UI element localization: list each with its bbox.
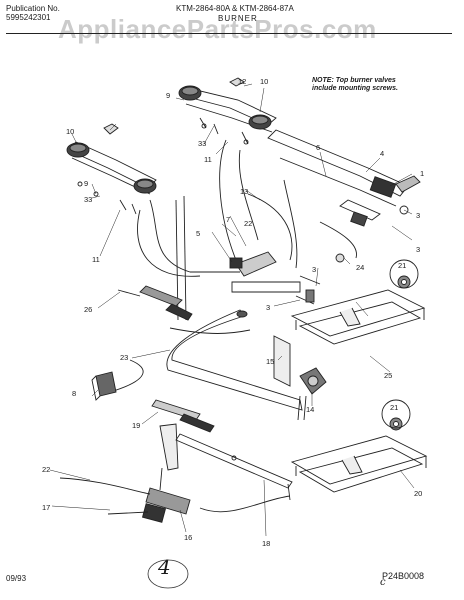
callout-labels: 1 3 3 3 3 4 5 6 7 8 9 9 10 10 11 11 12 1… xyxy=(42,77,424,548)
callout-23: 23 xyxy=(120,353,128,362)
model-title: KTM-2864-80A & KTM-2864-87A xyxy=(176,4,294,13)
callout-8: 8 xyxy=(72,389,76,398)
oven-burner-lower xyxy=(290,399,428,493)
clip-part xyxy=(229,77,245,87)
callout-11b: 11 xyxy=(92,255,100,264)
callout-21b: 21 xyxy=(390,403,398,412)
header-rule xyxy=(6,33,452,34)
callout-7: 7 xyxy=(226,215,230,224)
gas-lines xyxy=(169,193,293,334)
callout-20: 20 xyxy=(414,489,422,498)
igniter-26 xyxy=(117,285,193,321)
callout-17: 17 xyxy=(42,503,50,512)
callout-4: 4 xyxy=(380,149,384,158)
callout-3b: 3 xyxy=(416,245,420,254)
left-burner-assembly xyxy=(66,123,157,215)
note-line-2: include mounting screws. xyxy=(312,85,398,92)
callout-13: 13 xyxy=(240,187,248,196)
callout-5: 5 xyxy=(196,229,200,238)
handwritten-circle xyxy=(147,559,189,589)
diagram-code: P24B0008 xyxy=(382,571,425,581)
callout-33a: 33 xyxy=(198,139,206,148)
callout-22b: 22 xyxy=(42,465,50,474)
callout-9b: 9 xyxy=(84,179,88,188)
revision-date: 09/93 xyxy=(6,574,27,583)
callout-15: 15 xyxy=(266,357,274,366)
callout-3d: 3 xyxy=(266,303,270,312)
orifice-holder xyxy=(235,251,277,277)
lower-bracket-18 xyxy=(159,423,293,501)
callout-19: 19 xyxy=(132,421,140,430)
callout-22a: 22 xyxy=(244,219,252,228)
callout-9a: 9 xyxy=(166,91,170,100)
callout-24: 24 xyxy=(356,263,364,272)
valve-note: NOTE: Top burner valves include mounting… xyxy=(312,77,398,93)
publication-block: Publication No. 5995242301 xyxy=(6,4,60,22)
callout-12: 12 xyxy=(238,77,246,86)
callout-3a: 3 xyxy=(416,211,420,220)
leader-lines xyxy=(49,83,415,537)
manifold-valves xyxy=(229,129,421,305)
callout-18: 18 xyxy=(262,539,270,548)
callout-10b: 10 xyxy=(66,127,74,136)
bracket-15 xyxy=(273,335,291,387)
publication-number: 5995242301 xyxy=(6,13,51,22)
handwritten-initials: c xyxy=(380,577,386,588)
callout-21a: 21 xyxy=(398,261,406,270)
burner-tubing xyxy=(137,139,298,321)
lower-igniter-19 xyxy=(151,399,215,433)
callout-25: 25 xyxy=(384,371,392,380)
lower-valve-assembly xyxy=(59,467,291,523)
callout-1: 1 xyxy=(420,169,424,178)
publication-label: Publication No. xyxy=(6,4,60,13)
callout-26: 26 xyxy=(84,305,92,314)
note-line-1: NOTE: Top burner valves xyxy=(312,77,396,84)
switch-8 xyxy=(91,371,117,401)
callout-14: 14 xyxy=(306,405,314,414)
upper-burner-assembly xyxy=(178,77,277,145)
main-valve-body xyxy=(369,176,397,198)
oven-burner-upper xyxy=(290,259,426,345)
callout-10a: 10 xyxy=(260,77,268,86)
callout-3c: 3 xyxy=(312,265,316,274)
callout-11a: 11 xyxy=(204,155,212,164)
oven-tube xyxy=(109,309,327,421)
callout-33b: 33 xyxy=(84,195,92,204)
watermark: AppliancePartsPros.com xyxy=(58,14,377,44)
section-title: BURNER xyxy=(218,14,258,23)
callout-16: 16 xyxy=(184,533,192,542)
callout-6: 6 xyxy=(316,143,320,152)
